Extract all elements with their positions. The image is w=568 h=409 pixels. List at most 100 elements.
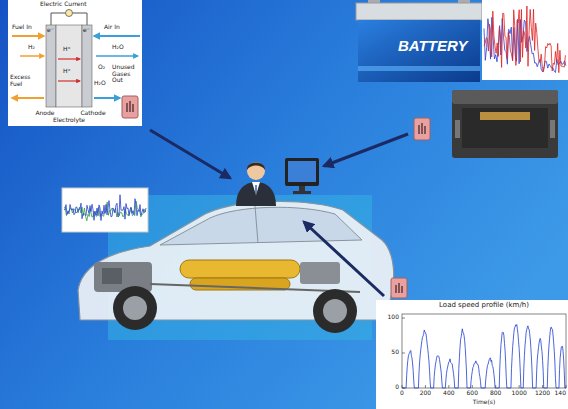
vehicle-illustration-part bbox=[313, 289, 357, 333]
speed-profile-chart-part bbox=[402, 325, 566, 388]
electrolyte-label: Electrolyte bbox=[53, 117, 85, 124]
axis-tick-label: 0 bbox=[400, 390, 404, 397]
axis-tick bbox=[542, 385, 543, 388]
fuel-cell-diagram-part bbox=[46, 25, 56, 107]
signal-chart-part bbox=[64, 195, 146, 221]
axis-tick-label: 1200 bbox=[535, 390, 550, 397]
current-label: Electric Current bbox=[40, 1, 87, 8]
sensor-icon-part bbox=[419, 123, 425, 134]
operator-icon-part bbox=[293, 191, 311, 194]
electrode-label: Anode bbox=[35, 110, 54, 117]
gas-label: H₂O bbox=[94, 80, 106, 87]
fuel-cell-diagram-part bbox=[96, 55, 138, 57]
axis-tick bbox=[402, 318, 405, 319]
fuel-cell-diagram-part bbox=[94, 35, 140, 37]
battery-module-part bbox=[452, 90, 558, 104]
battery-signal-chart-part bbox=[482, 0, 568, 80]
axis-tick-label: 1000 bbox=[512, 390, 527, 397]
electrode-label: Cathode bbox=[80, 110, 105, 117]
operator-icon-part bbox=[247, 163, 265, 171]
data-flow-arrow-part bbox=[150, 130, 230, 178]
fuel-cell-diagram-part bbox=[82, 25, 92, 107]
battery-module-part bbox=[550, 120, 555, 138]
vehicle-illustration-part bbox=[123, 296, 147, 320]
axis-tick-label: 800 bbox=[490, 390, 501, 397]
fuel-cell-diagram-part bbox=[8, 0, 142, 126]
battery-signal-chart-part bbox=[484, 6, 565, 73]
axis-title: Time(s) bbox=[473, 399, 496, 406]
fuel-cell-diagram-part bbox=[58, 80, 80, 81]
vehicle-illustration-part bbox=[255, 206, 258, 243]
operator-icon-part bbox=[252, 182, 260, 195]
gas-label: H₂ bbox=[28, 44, 35, 51]
fuel-cell-diagram-part bbox=[20, 55, 44, 57]
axis-tick-label: 400 bbox=[443, 390, 454, 397]
battery-illustration-part bbox=[356, 3, 482, 20]
fuel-cell-diagram-part bbox=[58, 58, 80, 59]
axis-tick bbox=[402, 385, 403, 388]
electron-label: e⁻ bbox=[47, 27, 54, 34]
operator-icon-part bbox=[236, 182, 276, 206]
data-flow-arrow-part bbox=[324, 134, 408, 166]
data-flow-arrow bbox=[150, 130, 408, 296]
sensor-icon bbox=[391, 278, 407, 298]
axis-tick bbox=[519, 385, 520, 388]
vehicle-illustration-part bbox=[113, 286, 157, 330]
vehicle-illustration-part bbox=[323, 299, 347, 323]
axis-tick bbox=[472, 385, 473, 388]
operator-icon bbox=[236, 158, 319, 206]
chart-title: Load speed profile (km/h) bbox=[439, 302, 529, 310]
sensor-icon-part bbox=[127, 101, 133, 112]
operator-icon-part bbox=[285, 158, 319, 186]
signal-chart bbox=[62, 188, 148, 232]
sensor-icon-part bbox=[391, 278, 407, 298]
speed-profile-chart-part bbox=[376, 300, 568, 409]
fuel-cell-diagram bbox=[8, 0, 142, 126]
flow-label: Unused Gases Out bbox=[112, 64, 138, 84]
axis-tick-label: 600 bbox=[467, 390, 478, 397]
ion-label: H⁺ bbox=[63, 46, 71, 53]
sensor-icon bbox=[122, 96, 138, 118]
operator-icon-part bbox=[288, 161, 316, 182]
fuel-cell-diagram-part bbox=[94, 97, 120, 99]
vehicle-illustration-part bbox=[102, 268, 122, 284]
axis-tick bbox=[448, 385, 449, 388]
battery-module-part bbox=[480, 112, 530, 120]
axis-tick-label: 0 bbox=[395, 384, 399, 391]
speed-profile-chart bbox=[376, 300, 568, 409]
sensor-icon bbox=[414, 118, 430, 140]
speed-profile-chart-part bbox=[402, 314, 566, 388]
ion-label: H⁺ bbox=[63, 68, 71, 75]
flow-label: Fuel In bbox=[12, 24, 32, 31]
battery-module-part bbox=[455, 120, 460, 138]
battery-illustration bbox=[356, 0, 482, 82]
battery-module-part bbox=[452, 90, 558, 158]
fuel-cell-diagram-part bbox=[12, 35, 44, 37]
sensor-icon-part bbox=[414, 118, 430, 140]
operator-icon-part bbox=[247, 162, 265, 180]
signal-chart-part bbox=[62, 188, 148, 232]
axis-tick-label: 200 bbox=[420, 390, 431, 397]
battery-module-part bbox=[462, 108, 548, 148]
gas-label: O₂ bbox=[98, 64, 105, 71]
battery-module bbox=[452, 90, 558, 158]
battery-signal-chart bbox=[482, 0, 568, 80]
battery-illustration-part bbox=[358, 20, 480, 82]
battery-signal-chart-part bbox=[484, 17, 566, 72]
axis-tick bbox=[425, 385, 426, 388]
speed-profile-chart-part bbox=[402, 318, 566, 388]
axis-tick-label: 140 bbox=[555, 390, 566, 397]
axis-tick-label: 100 bbox=[388, 314, 399, 321]
gas-label: H₂O bbox=[112, 44, 124, 51]
sensor-icon-part bbox=[122, 96, 138, 118]
vehicle-illustration-part bbox=[160, 207, 362, 245]
electron-label: e⁻ bbox=[83, 27, 90, 34]
fuel-cell-diagram-part bbox=[56, 25, 82, 107]
axis-tick bbox=[402, 353, 405, 354]
flow-label: Excess Fuel bbox=[10, 74, 36, 87]
sensor-icon-part bbox=[396, 283, 402, 293]
data-flow-arrow-part bbox=[304, 222, 384, 296]
